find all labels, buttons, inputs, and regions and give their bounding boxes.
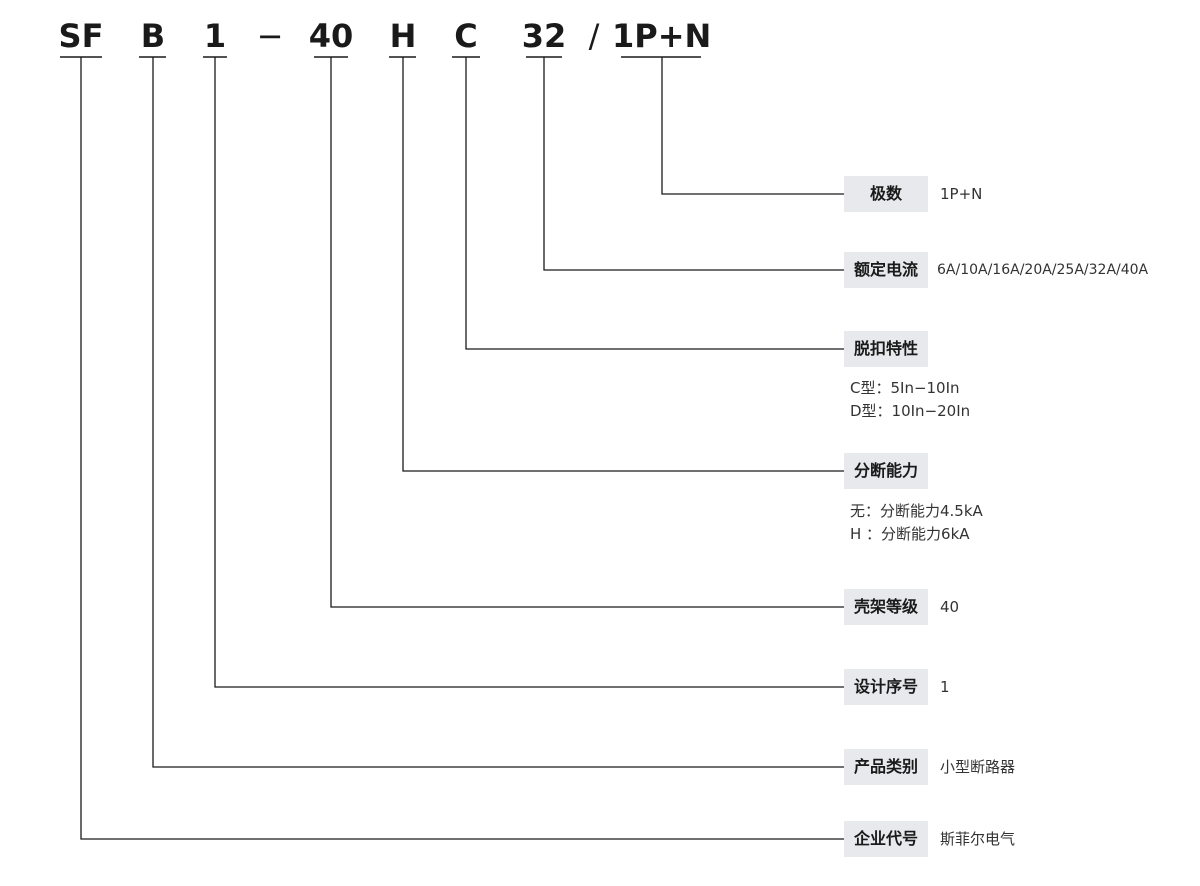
connector-frame-rating bbox=[330, 57, 844, 608]
detail-trip-c: C型：5In−10In bbox=[850, 379, 960, 397]
code-segment-sf: SF bbox=[58, 17, 104, 55]
code-segment-c: C bbox=[454, 17, 478, 55]
detail-trip-d: D型：10In−20In bbox=[850, 402, 971, 420]
label-breaking-capacity: 分断能力 bbox=[844, 453, 928, 489]
value-design-number: 1 bbox=[940, 678, 950, 696]
code-segment-dash: − bbox=[256, 17, 284, 55]
code-segment-slash: / bbox=[588, 17, 600, 55]
value-company-code: 斯菲尔电气 bbox=[940, 830, 1016, 848]
label-poles: 极数 bbox=[844, 176, 928, 212]
code-segment-40: 40 bbox=[308, 17, 354, 55]
detail-breaking-standard: 无：分断能力4.5kA bbox=[850, 502, 983, 520]
value-frame-rating: 40 bbox=[940, 598, 960, 616]
code-segment-h: H bbox=[389, 17, 417, 55]
label-design-number: 设计序号 bbox=[844, 669, 928, 705]
value-product-category: 小型断路器 bbox=[940, 758, 1016, 776]
detail-breaking-h: H ：分断能力6kA bbox=[850, 525, 970, 543]
code-segment-1pn: 1P+N bbox=[612, 17, 712, 55]
code-segment-b: B bbox=[140, 17, 166, 55]
connector-product-category bbox=[152, 57, 844, 768]
label-trip-characteristic: 脱扣特性 bbox=[844, 331, 928, 367]
connector-breaking-capacity bbox=[402, 57, 844, 472]
label-frame-rating: 壳架等级 bbox=[844, 589, 928, 625]
connector-poles bbox=[661, 57, 844, 195]
value-poles: 1P+N bbox=[940, 185, 983, 203]
label-rated-current: 额定电流 bbox=[844, 252, 928, 288]
connector-trip-characteristic bbox=[465, 57, 844, 350]
label-company-code: 企业代号 bbox=[844, 821, 928, 857]
connector-design-number bbox=[214, 57, 844, 688]
value-rated-current: 6A/10A/16A/20A/25A/32A/40A bbox=[937, 262, 1149, 278]
code-segment-32: 32 bbox=[521, 17, 567, 55]
connector-rated-current bbox=[543, 57, 844, 271]
connector-company-code bbox=[80, 57, 844, 840]
label-product-category: 产品类别 bbox=[844, 749, 928, 785]
code-segment-1: 1 bbox=[203, 17, 227, 55]
